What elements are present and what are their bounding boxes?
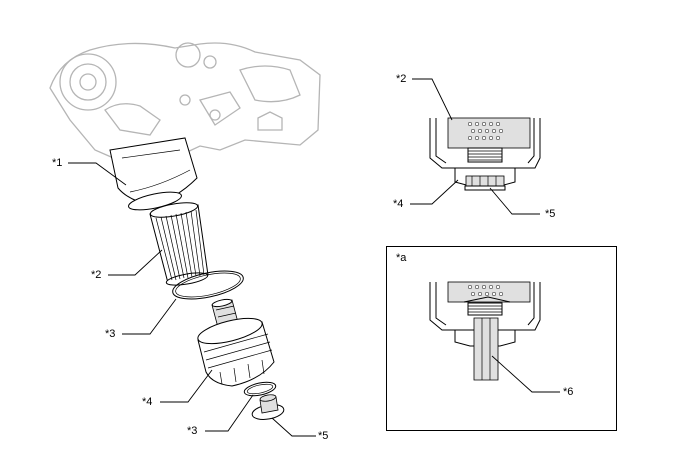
- inset-cross-section: [429, 281, 541, 381]
- oil-filter-cap: [197, 298, 275, 387]
- callout-3-o-ring: *3: [105, 328, 116, 340]
- detail-callout-2: *2: [396, 73, 407, 85]
- detail-callout-6: *6: [563, 386, 574, 398]
- large-o-ring: [172, 270, 244, 300]
- callout-3-small-o-ring: *3: [187, 425, 198, 437]
- small-o-ring-inner: [246, 383, 274, 395]
- callout-1: *1: [52, 157, 63, 169]
- cross-section-detail: [429, 117, 541, 191]
- callout-2: *2: [91, 269, 102, 281]
- drain-plug: [251, 394, 285, 420]
- large-o-ring-inner: [175, 272, 241, 298]
- leader-lines: [68, 78, 560, 437]
- inset-label: *a: [396, 252, 407, 264]
- small-o-ring: [243, 381, 277, 397]
- engine-block: [49, 42, 321, 161]
- inset-box: [386, 246, 617, 431]
- callout-5: *5: [318, 430, 329, 442]
- filter-housing-bracket: [109, 137, 198, 211]
- detail-callout-4: *4: [393, 198, 404, 210]
- callout-4: *4: [142, 396, 153, 408]
- detail-callout-5: *5: [545, 208, 556, 220]
